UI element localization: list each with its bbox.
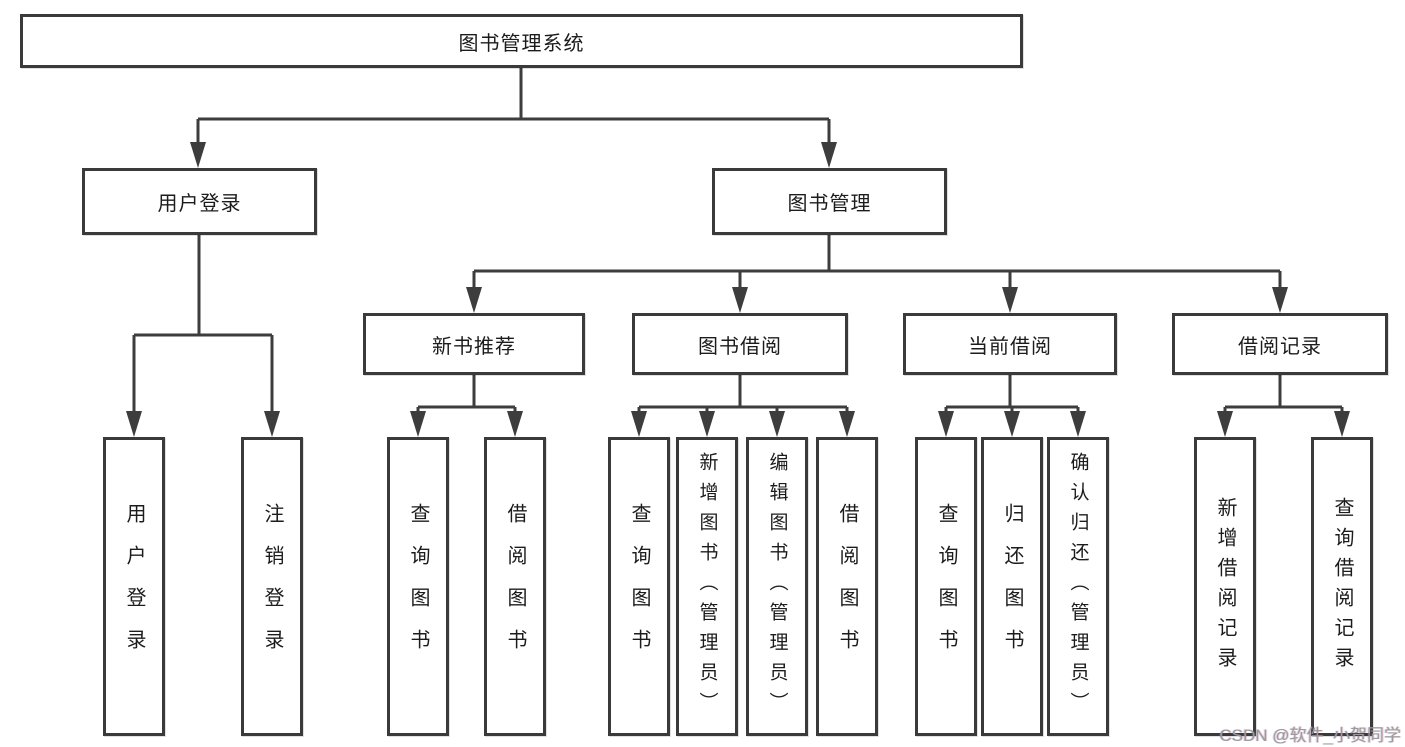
leaf-current-confirm-return-admin: 确认归还（管理员） — [1047, 437, 1109, 736]
leaf-records-add-record-label: 新增借阅记录 — [1214, 496, 1236, 677]
leaf-borrowing-query-books: 查询图书 — [608, 437, 670, 736]
leaf-current-query-books-label: 查询图书 — [935, 502, 957, 671]
leaf-logout-label: 注销登录 — [261, 502, 283, 671]
leaf-recommend-query-books-label: 查询图书 — [407, 502, 429, 671]
node-root-label: 图书管理系统 — [458, 32, 585, 55]
node-user-login-label: 用户登录 — [157, 193, 242, 215]
node-user-login: 用户登录 — [82, 168, 317, 235]
node-book-borrowing-label: 图书借阅 — [698, 335, 782, 358]
leaf-recommend-borrow-books-label: 借阅图书 — [504, 502, 526, 671]
node-current-borrowing: 当前借阅 — [903, 313, 1117, 375]
connector-user-login-children — [132, 235, 274, 412]
connector-new-book-recommend-children — [416, 375, 517, 412]
connector-borrowing-records-children — [1223, 375, 1344, 412]
leaf-recommend-query-books: 查询图书 — [387, 437, 449, 736]
node-borrowing-records: 借阅记录 — [1172, 313, 1388, 375]
leaf-borrowing-add-books-admin: 新增图书（管理员） — [676, 437, 738, 736]
leaf-borrowing-add-books-admin-label: 新增图书（管理员） — [696, 451, 718, 722]
leaf-borrowing-edit-books-admin-label: 编辑图书（管理员） — [766, 451, 788, 722]
node-new-book-recommend: 新书推荐 — [363, 313, 585, 375]
leaf-records-query-record-label: 查询借阅记录 — [1331, 496, 1353, 677]
leaf-records-query-record: 查询借阅记录 — [1311, 437, 1373, 736]
node-current-borrowing-label: 当前借阅 — [968, 335, 1052, 358]
connector-book-management-children — [472, 235, 1282, 288]
node-root-system: 图书管理系统 — [20, 14, 1023, 68]
leaf-recommend-borrow-books: 借阅图书 — [484, 437, 546, 736]
connector-current-borrowing-children — [944, 375, 1080, 412]
leaf-records-add-record: 新增借阅记录 — [1194, 437, 1256, 736]
leaf-current-confirm-return-admin-label: 确认归还（管理员） — [1067, 451, 1089, 722]
node-new-book-recommend-label: 新书推荐 — [432, 335, 516, 358]
leaf-logout: 注销登录 — [241, 437, 303, 736]
leaf-user-login: 用户登录 — [103, 437, 165, 736]
leaf-current-return-books-label: 归还图书 — [1001, 502, 1023, 671]
leaf-current-return-books: 归还图书 — [981, 437, 1043, 736]
node-book-management-label: 图书管理 — [787, 193, 872, 215]
leaf-current-query-books: 查询图书 — [915, 437, 977, 736]
leaf-borrowing-borrow-books: 借阅图书 — [816, 437, 878, 736]
leaf-borrowing-edit-books-admin: 编辑图书（管理员） — [746, 437, 808, 736]
csdn-watermark: CSDN @软件_小贺同学 — [1219, 726, 1401, 745]
node-book-borrowing: 图书借阅 — [632, 313, 848, 375]
node-book-management: 图书管理 — [712, 168, 947, 235]
connector-root-to-level2 — [196, 68, 831, 143]
node-borrowing-records-label: 借阅记录 — [1238, 335, 1322, 358]
leaf-user-login-label: 用户登录 — [123, 502, 145, 671]
arrowheads — [126, 142, 1350, 437]
connector-book-borrowing-children — [637, 375, 849, 412]
leaf-borrowing-query-books-label: 查询图书 — [628, 502, 650, 671]
leaf-borrowing-borrow-books-label: 借阅图书 — [836, 502, 858, 671]
